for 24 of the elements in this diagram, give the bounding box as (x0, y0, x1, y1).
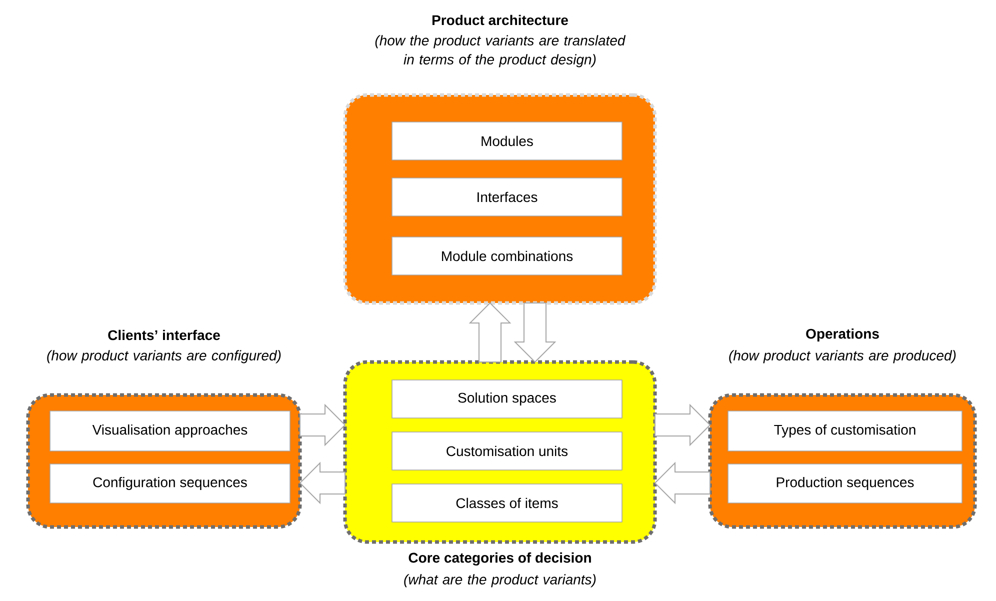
block-arrow (468, 302, 512, 362)
item-box: Interfaces (392, 178, 622, 216)
block-arrow (654, 462, 710, 504)
heading: Core categories of decision (408, 552, 591, 566)
block-arrow (654, 404, 711, 446)
item-box: Modules (392, 122, 622, 160)
block-arrow (300, 404, 346, 446)
heading: Clients’ interface (108, 330, 220, 340)
subtitle: (how the product variants are translated in terms of the product design) (375, 35, 626, 68)
item-box: Customisation units (392, 432, 622, 470)
item-box: Module combinations (392, 236, 622, 276)
item-box: Configuration sequences (50, 464, 290, 504)
block-arrow (514, 302, 556, 363)
subtitle: (how product variants are produced) (729, 350, 956, 364)
heading: Product architecture (432, 14, 568, 26)
item-box: Types of customisation (728, 410, 962, 452)
item-box: Solution spaces (392, 380, 622, 418)
item-box: Visualisation approaches (50, 410, 290, 452)
subtitle: (how product variants are configured) (47, 350, 281, 364)
item-box: Classes of items (392, 484, 622, 522)
item-box: Production sequences (728, 464, 962, 504)
block-arrow (299, 462, 346, 504)
subtitle: (what are the product variants) (404, 574, 596, 588)
heading: Operations (806, 328, 879, 342)
